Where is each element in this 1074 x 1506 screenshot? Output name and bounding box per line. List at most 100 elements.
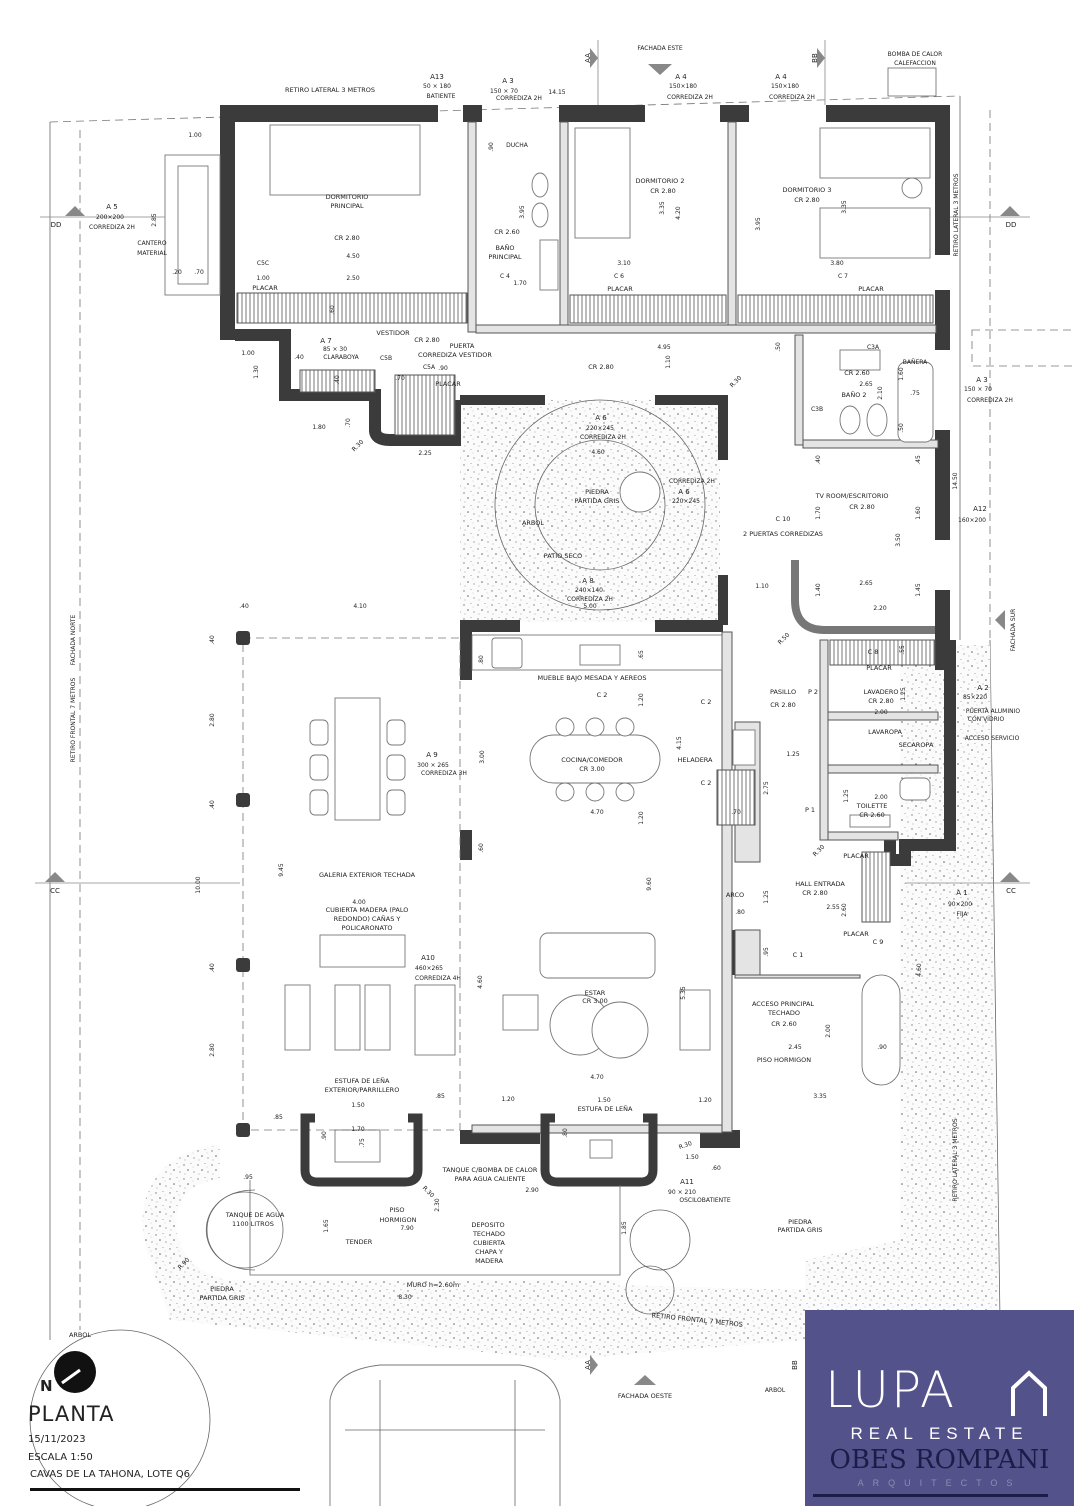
- label-fachada-sur: FACHADA SUR: [1010, 609, 1017, 652]
- label-pasillo: PASILLO: [770, 688, 796, 696]
- label-retiro-lat-top: RETIRO LATERAL 3 METROS: [285, 86, 375, 94]
- logo-brand: LUPA: [825, 1361, 957, 1419]
- estufas: [300, 1113, 658, 1187]
- label-bano2-cr: CR 2.60: [844, 369, 870, 377]
- label-a3-side-type: CORREDIZA 2H: [967, 397, 1013, 404]
- label-hall-cr: CR 2.80: [802, 889, 828, 897]
- label-puerta: PUERTA: [450, 342, 475, 350]
- label-d335a: 3.35: [659, 201, 666, 215]
- label-d185: 1.85: [621, 1221, 628, 1235]
- label-d460b: 4.60: [477, 975, 484, 989]
- label-a10-type: CORREDIZA 4H: [415, 975, 461, 982]
- label-bb-bot: BB: [791, 1360, 799, 1370]
- label-d200c: 2.00: [825, 1024, 832, 1038]
- label-arco: ARCO: [726, 891, 744, 899]
- label-estufa-ext-2: EXTERIOR/PARRILLERO: [325, 1086, 400, 1094]
- car: [329, 1364, 561, 1506]
- label-a1-type: FIJA: [957, 911, 969, 918]
- label-estar-cr: CR 3.00: [582, 997, 608, 1005]
- label-fachada-oeste: FACHADA OESTE: [618, 1392, 672, 1400]
- label-dorm-p-2: PRINCIPAL: [330, 202, 364, 210]
- label-a9: A 9: [426, 751, 437, 759]
- label-d210: 2.10: [877, 386, 884, 400]
- label-d40f: .40: [209, 800, 216, 810]
- label-a11-size: 90 × 210: [668, 1189, 696, 1196]
- label-tanque-bomba-2: PARA AGUA CALIENTE: [455, 1175, 526, 1183]
- label-a9-size: 300 × 265: [417, 762, 449, 769]
- label-c4: C 4: [500, 273, 510, 280]
- label-d75a: .75: [910, 390, 920, 397]
- label-deposito-4: CHAPA Y: [475, 1248, 503, 1256]
- label-tanque-agua-1: TANQUE DE AGUA: [225, 1211, 285, 1219]
- label-piedra-l2: PARTIDA GRIS: [200, 1294, 245, 1302]
- label-d60b: .60: [478, 843, 485, 853]
- label-piedra-r2: PARTIDA GRIS: [778, 1226, 823, 1234]
- label-mueble: MUEBLE BAJO MESADA Y AEREOS: [538, 674, 647, 682]
- label-a9-type: CORREDIZA 3H: [421, 770, 467, 777]
- label-d415: 4.15: [676, 736, 683, 750]
- label-tender: TENDER: [345, 1238, 373, 1246]
- label-d120a: 1.20: [638, 693, 645, 707]
- label-tanque-agua-2: 1100 LITROS: [232, 1220, 274, 1228]
- house-icon: [1011, 1370, 1047, 1416]
- label-a4-1-type: CORREDIZA 2H: [667, 94, 713, 101]
- label-d285: 2.85: [151, 213, 158, 227]
- label-piso-1: PISO: [389, 1206, 404, 1214]
- label-deposito-3: CUBIERTA: [473, 1239, 505, 1247]
- label-d140: 1.40: [815, 583, 822, 597]
- label-d110a: 1.10: [665, 355, 672, 369]
- label-corr-cr: CR 2.80: [588, 363, 614, 371]
- label-a13-type: BATIENTE: [427, 93, 456, 100]
- label-a6-2: A 6: [678, 488, 690, 496]
- label-d1450: 14.50: [952, 472, 959, 489]
- label-c3a: C3A: [867, 344, 880, 351]
- label-a2: A 2: [977, 684, 988, 692]
- label-a3-side-size: 150 × 70: [964, 386, 992, 393]
- label-d100c: 1.00: [241, 350, 255, 357]
- label-arbol-2: ARBOL: [69, 1331, 91, 1339]
- label-a5: A 5: [106, 203, 117, 211]
- label-d125b: 1.25: [786, 751, 800, 758]
- plan-location: CAVAS DE LA TAHONA, LOTE Q6: [30, 1469, 190, 1480]
- front-gravel: [142, 1145, 805, 1360]
- label-d160b: 1.60: [915, 506, 922, 520]
- label-dd-right: DD: [1006, 221, 1017, 229]
- label-a6-2-size: 220×245: [672, 498, 700, 505]
- label-tv-room: TV ROOM/ESCRITORIO: [815, 492, 889, 500]
- label-a5-type: CORREDIZA 2H: [89, 224, 135, 231]
- galeria: [236, 631, 461, 1137]
- label-fachada-norte: FACHADA NORTE: [70, 614, 77, 665]
- label-a4-2-type: CORREDIZA 2H: [769, 94, 815, 101]
- label-d40a: .40: [294, 354, 304, 361]
- label-dorm-p-cr: CR 2.80: [334, 234, 360, 242]
- label-a7-size: 85 × 30: [323, 346, 347, 353]
- label-p2: P 2: [808, 688, 818, 696]
- label-claraboya: CLARABOYA: [323, 354, 359, 361]
- label-d265b: 2.65: [859, 580, 873, 587]
- label-d95a: .95: [763, 947, 770, 957]
- label-toilette: TOILETTE: [856, 802, 888, 810]
- label-bb-top: BB: [811, 53, 819, 63]
- label-d75b: .75: [359, 1138, 366, 1148]
- label-d290: 2.90: [525, 1187, 539, 1194]
- label-d255: 2.55: [826, 904, 840, 911]
- label-d90d: .90: [321, 1131, 328, 1141]
- label-a4-2-size: 150×180: [771, 83, 799, 90]
- label-dd-left: DD: [51, 221, 62, 229]
- label-c3b: C3B: [811, 406, 823, 413]
- label-lavadero: LAVADERO: [863, 688, 898, 696]
- label-d495: 4.95: [657, 344, 671, 351]
- section-markers: [35, 40, 1030, 1385]
- label-d960: 9.60: [646, 877, 653, 891]
- label-a10: A10: [421, 954, 435, 962]
- label-a2-t1: PUERTA ALUMINIO: [966, 708, 1020, 715]
- plan-title: PLANTA: [28, 1402, 115, 1426]
- label-d790: 7.90: [400, 1225, 414, 1232]
- logo-tagline: REAL ESTATE: [850, 1424, 1029, 1443]
- label-d40b: .40: [334, 375, 341, 385]
- label-aa-bot: AA: [584, 1360, 592, 1370]
- label-d145: 1.45: [915, 583, 922, 597]
- label-c10: C 10: [776, 515, 791, 523]
- label-deposito-5: MADERA: [475, 1257, 503, 1265]
- label-a8-size: 240×140: [575, 587, 603, 594]
